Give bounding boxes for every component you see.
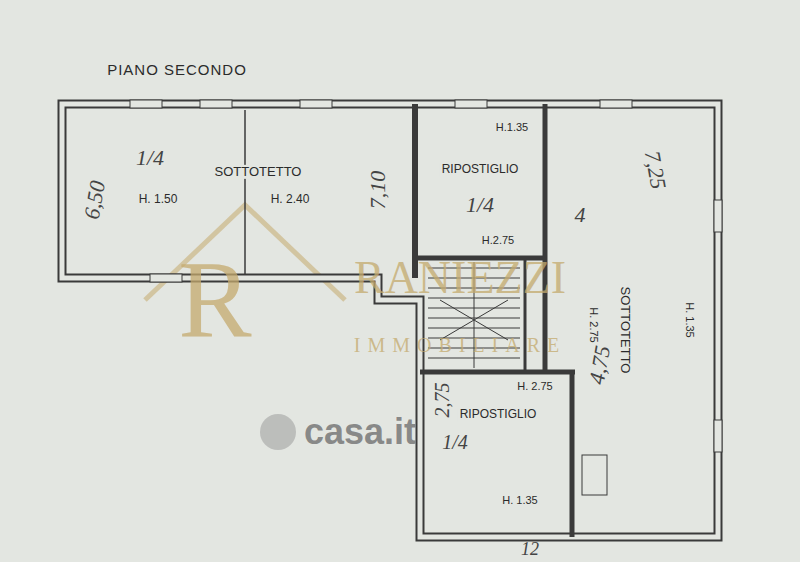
room-name: SOTTOTETTO	[618, 285, 632, 376]
room-height: H. 2.75	[588, 305, 600, 344]
handwritten-note: 4	[573, 203, 588, 227]
outer-wall-core	[62, 104, 718, 537]
handwritten-note: 1/4	[134, 146, 166, 170]
handwritten-note: 12	[519, 540, 541, 560]
skylight	[582, 455, 607, 495]
handwritten-note: 7,10	[366, 169, 390, 212]
room-name: RIPOSTIGLIO	[458, 408, 539, 421]
watermark: IMMOBILIARE	[352, 334, 569, 356]
windows	[130, 100, 722, 452]
room-height: H. 1.35	[500, 494, 539, 506]
watermark: casa.it	[302, 412, 418, 452]
room-height: H.2.75	[480, 234, 516, 246]
room: RIPOSTIGLIO H.1.35H.2.75	[418, 112, 543, 256]
room-name: RIPOSTIGLIO	[440, 163, 521, 176]
plan-title: PIANO SECONDO	[105, 62, 249, 79]
room-height: H. 1.50	[137, 193, 180, 206]
watermark: RANIEZZI	[352, 253, 568, 304]
room-height: H. 1.35	[684, 300, 696, 339]
handwritten-note: 7,25	[639, 147, 670, 193]
handwritten-note: 1/4	[464, 193, 496, 217]
room-height: H. 2.40	[269, 193, 312, 206]
room: SOTTOTETTO H. 2.75 H. 1.35	[548, 112, 710, 530]
outer-wall	[62, 104, 718, 537]
logo-circle	[260, 414, 296, 450]
room-height: H. 2.75	[515, 380, 554, 392]
watermark-logo: R	[176, 240, 253, 361]
handwritten-note: 4,75	[584, 342, 615, 388]
room-name: SOTTOTETTO	[213, 165, 304, 179]
room-height: H.1.35	[494, 121, 530, 133]
handwritten-note: 6,50	[79, 177, 110, 223]
handwritten-note: 1/4	[440, 431, 470, 453]
handwritten-note: 2,75	[431, 381, 453, 420]
